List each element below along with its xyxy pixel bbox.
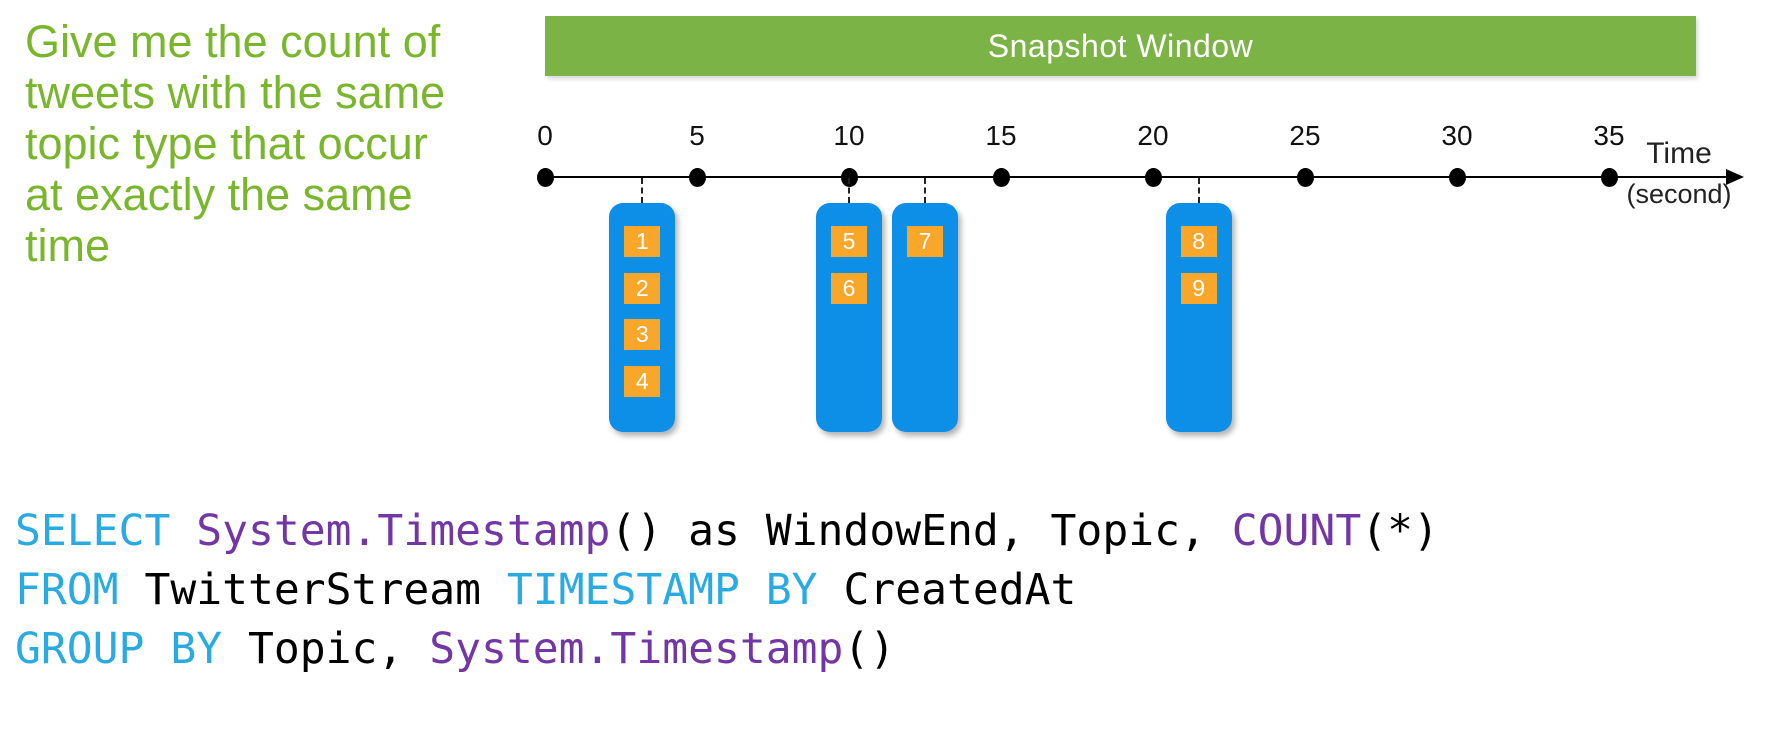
sql-token: CreatedAt [843,565,1077,615]
query-description-line: at exactly the same [25,169,413,220]
event-badge: 8 [1180,226,1217,257]
event-badge: 5 [831,226,867,257]
sql-token: COUNT [1231,506,1362,556]
event-badge: 4 [624,365,661,397]
arrow-right-icon [1726,169,1744,185]
timeline-tick-dot [1448,168,1466,187]
event-group-block: 7 [892,203,958,432]
timeline-tick-dot [992,168,1010,187]
axis-label-unit: (second) [1626,179,1732,209]
sql-token: GROUP BY [15,624,248,674]
sql-token: () [843,624,896,674]
sql-line: SELECT System.Timestamp() as WindowEnd, … [15,502,1439,561]
event-group-connector [1197,178,1200,203]
event-group-connector [848,178,850,203]
timeline-tick-label: 35 [1593,120,1625,151]
timeline-axis-line [545,176,1728,178]
sql-token: FROM [15,565,145,615]
timeline-tick-label: 10 [833,120,865,151]
sql-token: (*) [1361,506,1439,556]
event-group-block: 1 2 3 4 [609,203,676,432]
sql-token: System.Timestamp [196,506,611,556]
timeline-tick-dot [688,168,706,187]
timeline-tick-label: 30 [1441,120,1473,151]
query-description-line: topic type that occur [25,118,428,169]
axis-label-time: Time [1646,137,1712,170]
sql-token: () as WindowEnd, Topic, [610,506,1232,556]
snapshot-window-label: Snapshot Window [987,27,1254,64]
sql-line: FROM TwitterStream TIMESTAMP BY CreatedA… [15,561,1439,620]
event-badge: 6 [831,272,867,304]
timeline-tick-dot [1144,168,1162,187]
timeline-tick-dot [536,168,554,187]
event-badge: 3 [624,319,661,350]
timeline-tick-label: 0 [537,120,553,151]
timeline-tick-label: 15 [985,120,1017,151]
event-badge: 7 [907,226,943,257]
timeline-tick-label: 25 [1289,120,1321,151]
event-badge: 2 [624,272,661,304]
sql-token: TwitterStream [144,565,507,615]
timeline-tick-dot [1600,168,1618,187]
event-badge: 1 [624,226,661,257]
snapshot-window-banner: Snapshot Window [545,16,1696,76]
sql-token: TIMESTAMP BY [506,565,844,615]
event-badge: 9 [1180,272,1217,304]
timeline-tick-dot [1296,168,1314,187]
sql-query: SELECT System.Timestamp() as WindowEnd, … [15,502,1439,679]
timeline-tick-dot [840,168,858,187]
sql-token: SELECT [15,506,197,556]
timeline-tick-label: 5 [689,120,705,151]
event-group-connector [924,178,926,203]
query-description-line: Give me the count of [25,16,441,67]
sql-token: Topic, [248,624,430,674]
timeline-tick-label: 20 [1137,120,1169,151]
query-description-line: tweets with the same [25,67,446,118]
query-description-line: time [25,220,111,271]
sql-token: System.Timestamp [429,624,844,674]
sql-line: GROUP BY Topic, System.Timestamp() [15,620,1439,679]
event-group-connector [641,178,644,203]
